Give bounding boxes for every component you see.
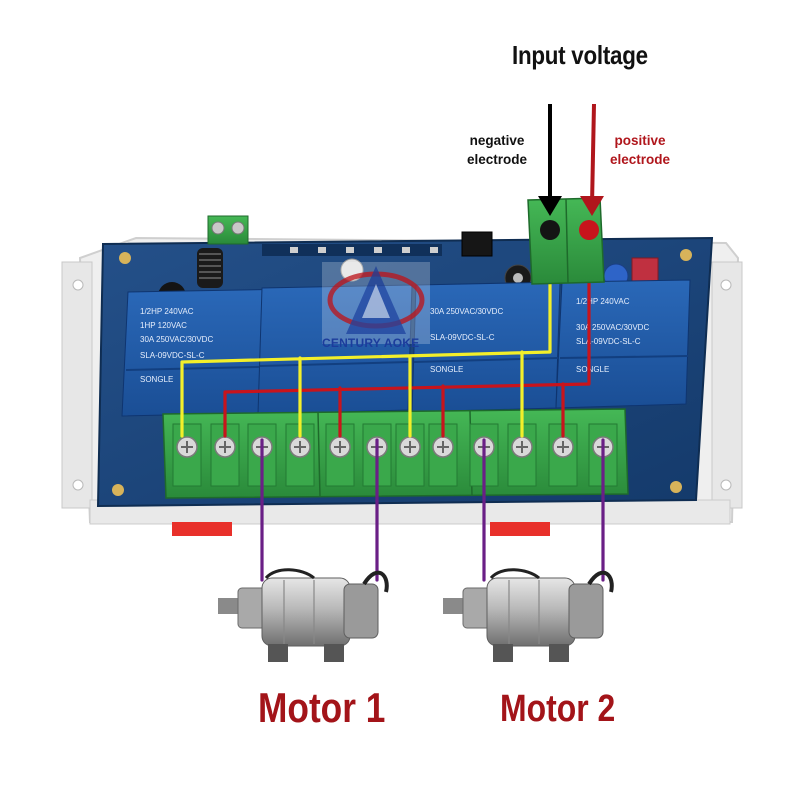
din-clip-left [172, 522, 232, 536]
terminal-screw [507, 423, 537, 487]
brand-watermark-logo [322, 262, 430, 344]
input-voltage-title: Input voltage [512, 40, 648, 70]
motor-1-image [218, 568, 389, 662]
negative-terminal-marker [540, 220, 560, 240]
relay-model-text: SLA-09VDC-SL-C [576, 337, 641, 346]
positive-terminal-marker [579, 220, 599, 240]
terminal-screw [172, 423, 202, 487]
relay-brand-text: SONGLE [430, 365, 463, 374]
relay-3 [411, 281, 561, 413]
relay-brand-text: SONGLE [140, 375, 173, 384]
input-power-terminal [527, 197, 605, 285]
relay-brand-text: SONGLE [576, 365, 609, 374]
brand-watermark-text: CENTURY AOKE [322, 336, 420, 350]
negative-electrode-label: negative electrode [465, 131, 529, 169]
positive-electrode-label: positive electrode [608, 131, 672, 169]
relay-rating-text: 30A 250VAC/30VDC [576, 323, 649, 332]
negative-label-line-2: electrode [466, 152, 528, 167]
positive-label-line-1: positive [614, 133, 666, 148]
relay-rating-text: 30A 250VAC/30VDC [430, 307, 503, 316]
relay-1 [121, 288, 301, 417]
terminal-screw [395, 423, 425, 487]
relay-model-text: SLA-09VDC-SL-C [430, 333, 495, 342]
relay-rating-text: 1HP 120VAC [140, 321, 187, 330]
motor-2-label: Motor 2 [500, 688, 616, 730]
negative-label-line-1: negative [469, 133, 525, 148]
positive-arrow [580, 103, 604, 216]
motor-2-image [443, 568, 614, 662]
positive-label-line-2: electrode [609, 152, 671, 167]
positive-wire [223, 230, 591, 438]
antenna-coil [197, 248, 223, 288]
motor-1-label: Motor 1 [258, 684, 386, 731]
relay-rating-text: 1/2HP 240VAC [576, 297, 630, 306]
terminal-screw [325, 423, 355, 487]
wires [180, 228, 605, 582]
jumper-header [461, 231, 493, 257]
screw-terminal-blocks [162, 408, 629, 499]
negative-wire [180, 228, 552, 438]
negative-arrow [538, 104, 562, 216]
relay-rating-text: 1/2HP 240VAC [140, 307, 194, 316]
relay-rating-text: 30A 250VAC/30VDC [140, 335, 213, 344]
din-clip-right [490, 522, 550, 536]
relay-model-text: SLA-09VDC-SL-C [140, 351, 205, 360]
relay-group [121, 279, 691, 417]
